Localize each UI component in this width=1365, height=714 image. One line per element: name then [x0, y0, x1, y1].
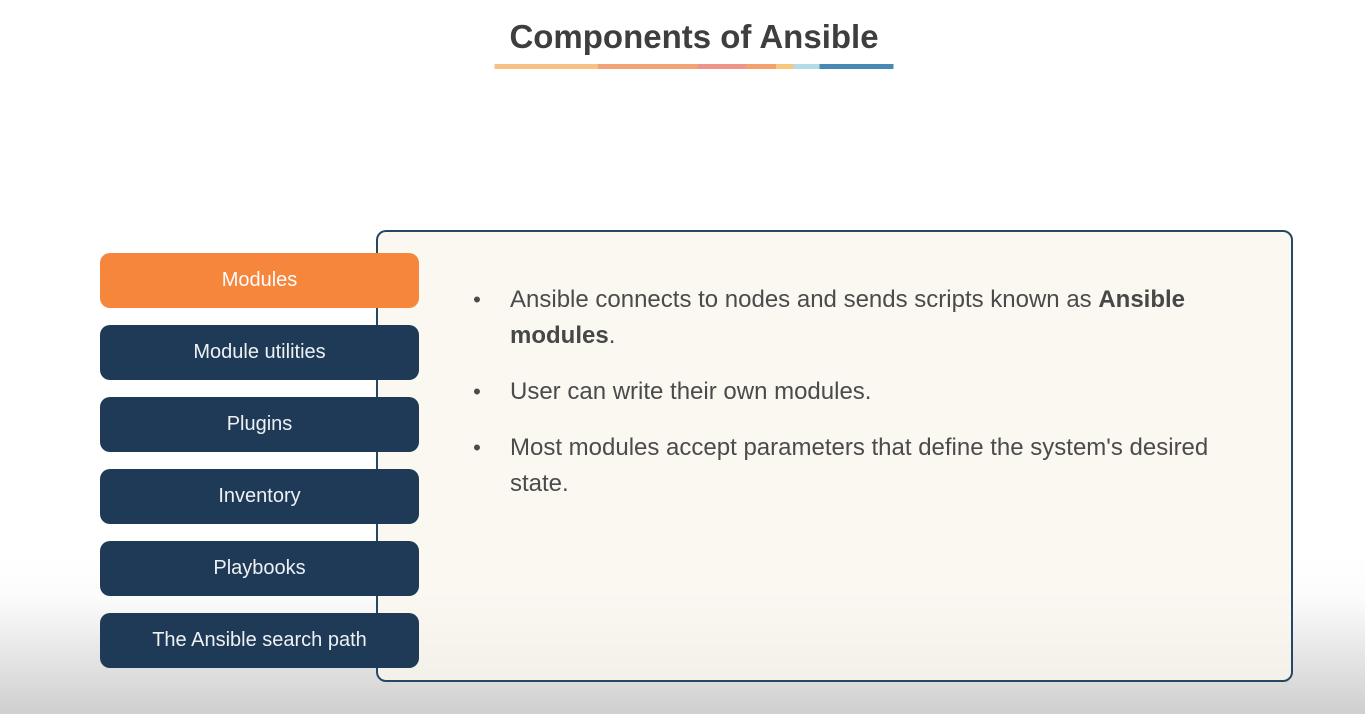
sidebar-item-modules[interactable]: Modules	[100, 253, 419, 308]
title-underline	[494, 64, 894, 69]
slide-header: Components of Ansible	[494, 16, 894, 69]
page-title: Components of Ansible	[509, 18, 879, 55]
content-panel	[376, 230, 1293, 682]
sidebar-item-ansible-search-path[interactable]: The Ansible search path	[100, 613, 419, 668]
bullet-list: • Ansible connects to nodes and sends sc…	[470, 282, 1236, 522]
bullet-icon: •	[473, 435, 481, 460]
sidebar: Modules Module utilities Plugins Invento…	[100, 253, 419, 668]
list-item: • User can write their own modules.	[470, 374, 1236, 410]
sidebar-item-playbooks[interactable]: Playbooks	[100, 541, 419, 596]
list-item: • Most modules accept parameters that de…	[470, 430, 1236, 502]
bullet-text: User can write their own modules.	[510, 378, 872, 405]
sidebar-item-inventory[interactable]: Inventory	[100, 469, 419, 524]
bullet-icon: •	[473, 287, 481, 312]
bullet-icon: •	[473, 379, 481, 404]
bullet-text: Ansible connects to nodes and sends scri…	[510, 286, 1186, 349]
sidebar-item-plugins[interactable]: Plugins	[100, 397, 419, 452]
sidebar-item-module-utilities[interactable]: Module utilities	[100, 325, 419, 380]
list-item: • Ansible connects to nodes and sends sc…	[470, 282, 1236, 354]
bullet-text: Most modules accept parameters that defi…	[510, 434, 1209, 497]
